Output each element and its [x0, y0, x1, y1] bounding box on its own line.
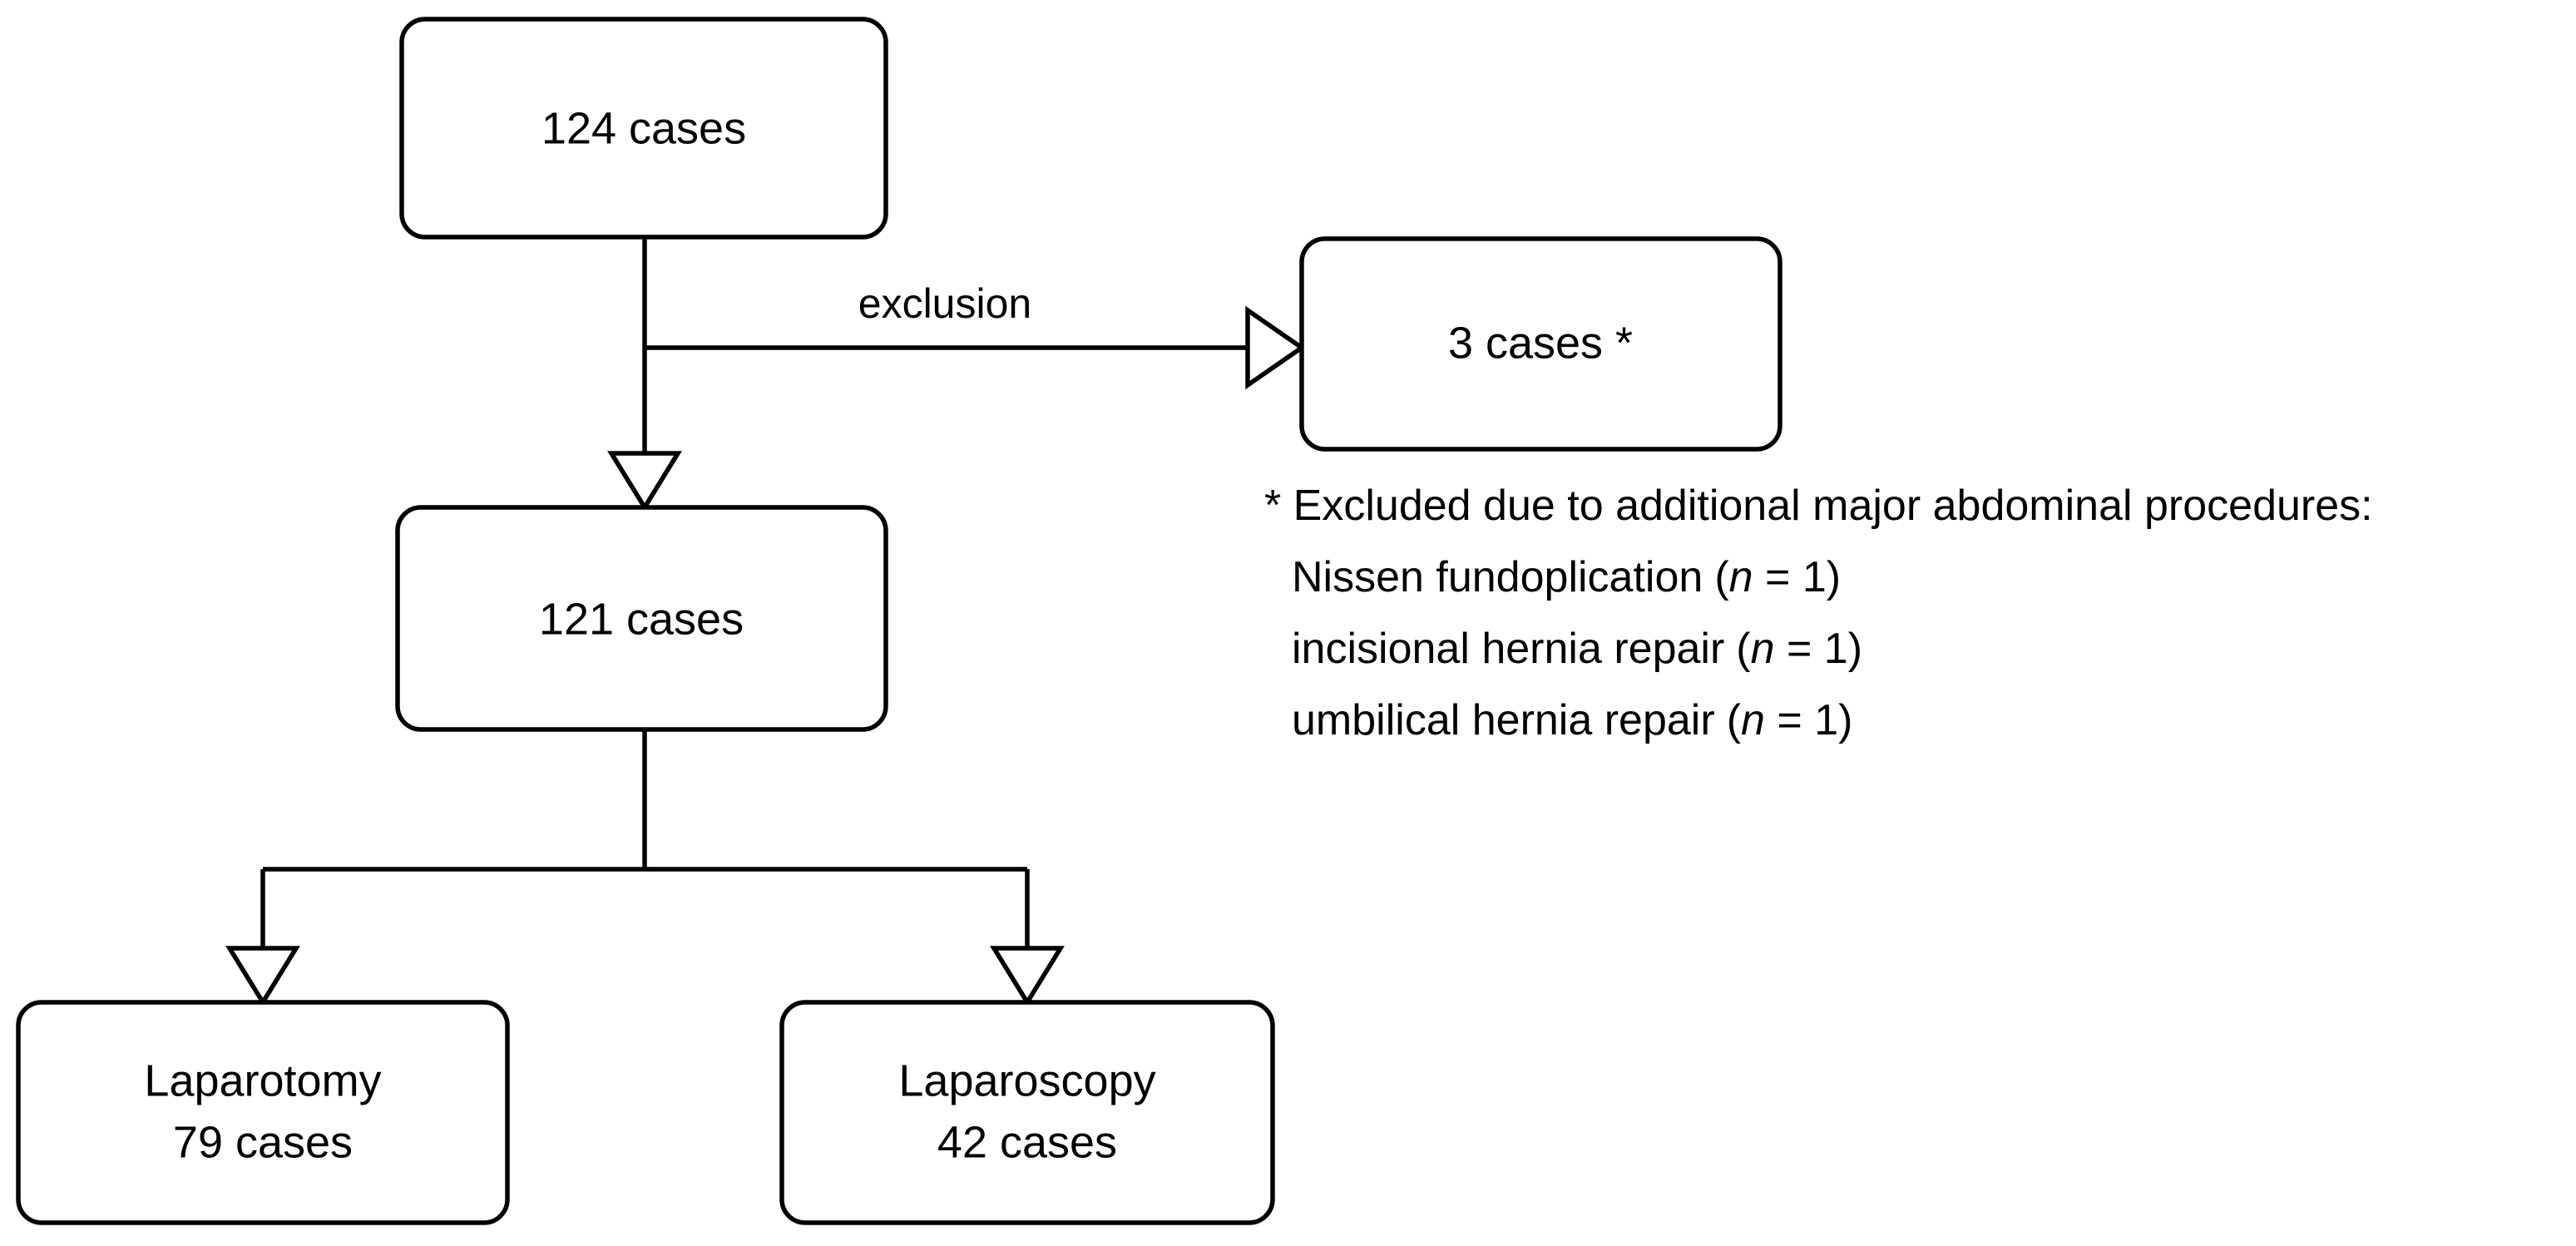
footnote-item-0-n-symbol: n — [1729, 553, 1753, 601]
node-included-cases-label: 121 cases — [539, 594, 744, 644]
footnote-item-1-n-value: = 1) — [1775, 625, 1863, 673]
footnote-item-0-procedure: Nissen fundoplication — [1292, 553, 1703, 601]
node-laparoscopy-count: 42 cases — [937, 1117, 1117, 1167]
footnote-item-0-n-value: = 1) — [1753, 553, 1842, 601]
node-excluded-cases[interactable]: 3 cases * — [1299, 236, 1782, 452]
footnote-heading: * Excluded due to additional major abdom… — [1264, 482, 2373, 530]
footnote-item-1-procedure: incisional hernia repair — [1292, 625, 1724, 673]
node-laparoscopy[interactable]: Laparoscopy 42 cases — [779, 1000, 1275, 1225]
node-laparoscopy-box[interactable] — [779, 1000, 1275, 1225]
footnote-item-1-paren-open: ( — [1736, 625, 1751, 673]
edge-label-exclusion: exclusion — [858, 280, 1031, 327]
connector-total-to-included — [607, 237, 682, 512]
arrowhead-into-excluded-icon — [1245, 305, 1306, 390]
node-total-cases-label: 124 cases — [541, 103, 746, 153]
footnote-item-2-n-symbol: n — [1741, 696, 1765, 744]
arrowhead-into-included-icon — [607, 451, 682, 512]
node-included-cases-box[interactable] — [395, 505, 888, 732]
arrowhead-into-laparoscopy-icon — [990, 946, 1065, 1007]
footnote-item-0-paren-open: ( — [1714, 553, 1729, 601]
footnote-item-2: umbilical hernia repair(n = 1) — [1292, 696, 1852, 744]
node-laparoscopy-title: Laparoscopy — [898, 1056, 1155, 1105]
node-laparotomy[interactable]: Laparotomy 79 cases — [16, 1000, 510, 1225]
node-laparotomy-title: Laparotomy — [144, 1056, 381, 1105]
footnote-item-1: incisional hernia repair(n = 1) — [1292, 625, 1862, 673]
arrowhead-into-laparotomy-icon — [225, 946, 300, 1007]
footnote-item-2-n-value: = 1) — [1765, 696, 1853, 744]
node-total-cases-box[interactable] — [399, 17, 888, 240]
node-total-cases[interactable]: 124 cases — [399, 17, 888, 240]
node-laparotomy-count: 79 cases — [173, 1117, 353, 1167]
footnote-item-1-n-symbol: n — [1751, 625, 1775, 673]
footnote-item-2-paren-open: ( — [1727, 696, 1742, 744]
node-laparotomy-box[interactable] — [16, 1000, 510, 1225]
node-excluded-cases-box[interactable] — [1299, 236, 1782, 452]
footnote-item-0: Nissen fundoplication(n = 1) — [1292, 553, 1841, 601]
connector-total-to-excluded — [645, 305, 1306, 390]
node-excluded-cases-label: 3 cases * — [1448, 318, 1633, 368]
connector-included-to-branches — [225, 729, 1065, 1007]
footnote-block: * Excluded due to additional major abdom… — [1264, 482, 2373, 744]
footnote-item-2-procedure: umbilical hernia repair — [1292, 696, 1715, 744]
node-included-cases[interactable]: 121 cases — [395, 505, 888, 732]
